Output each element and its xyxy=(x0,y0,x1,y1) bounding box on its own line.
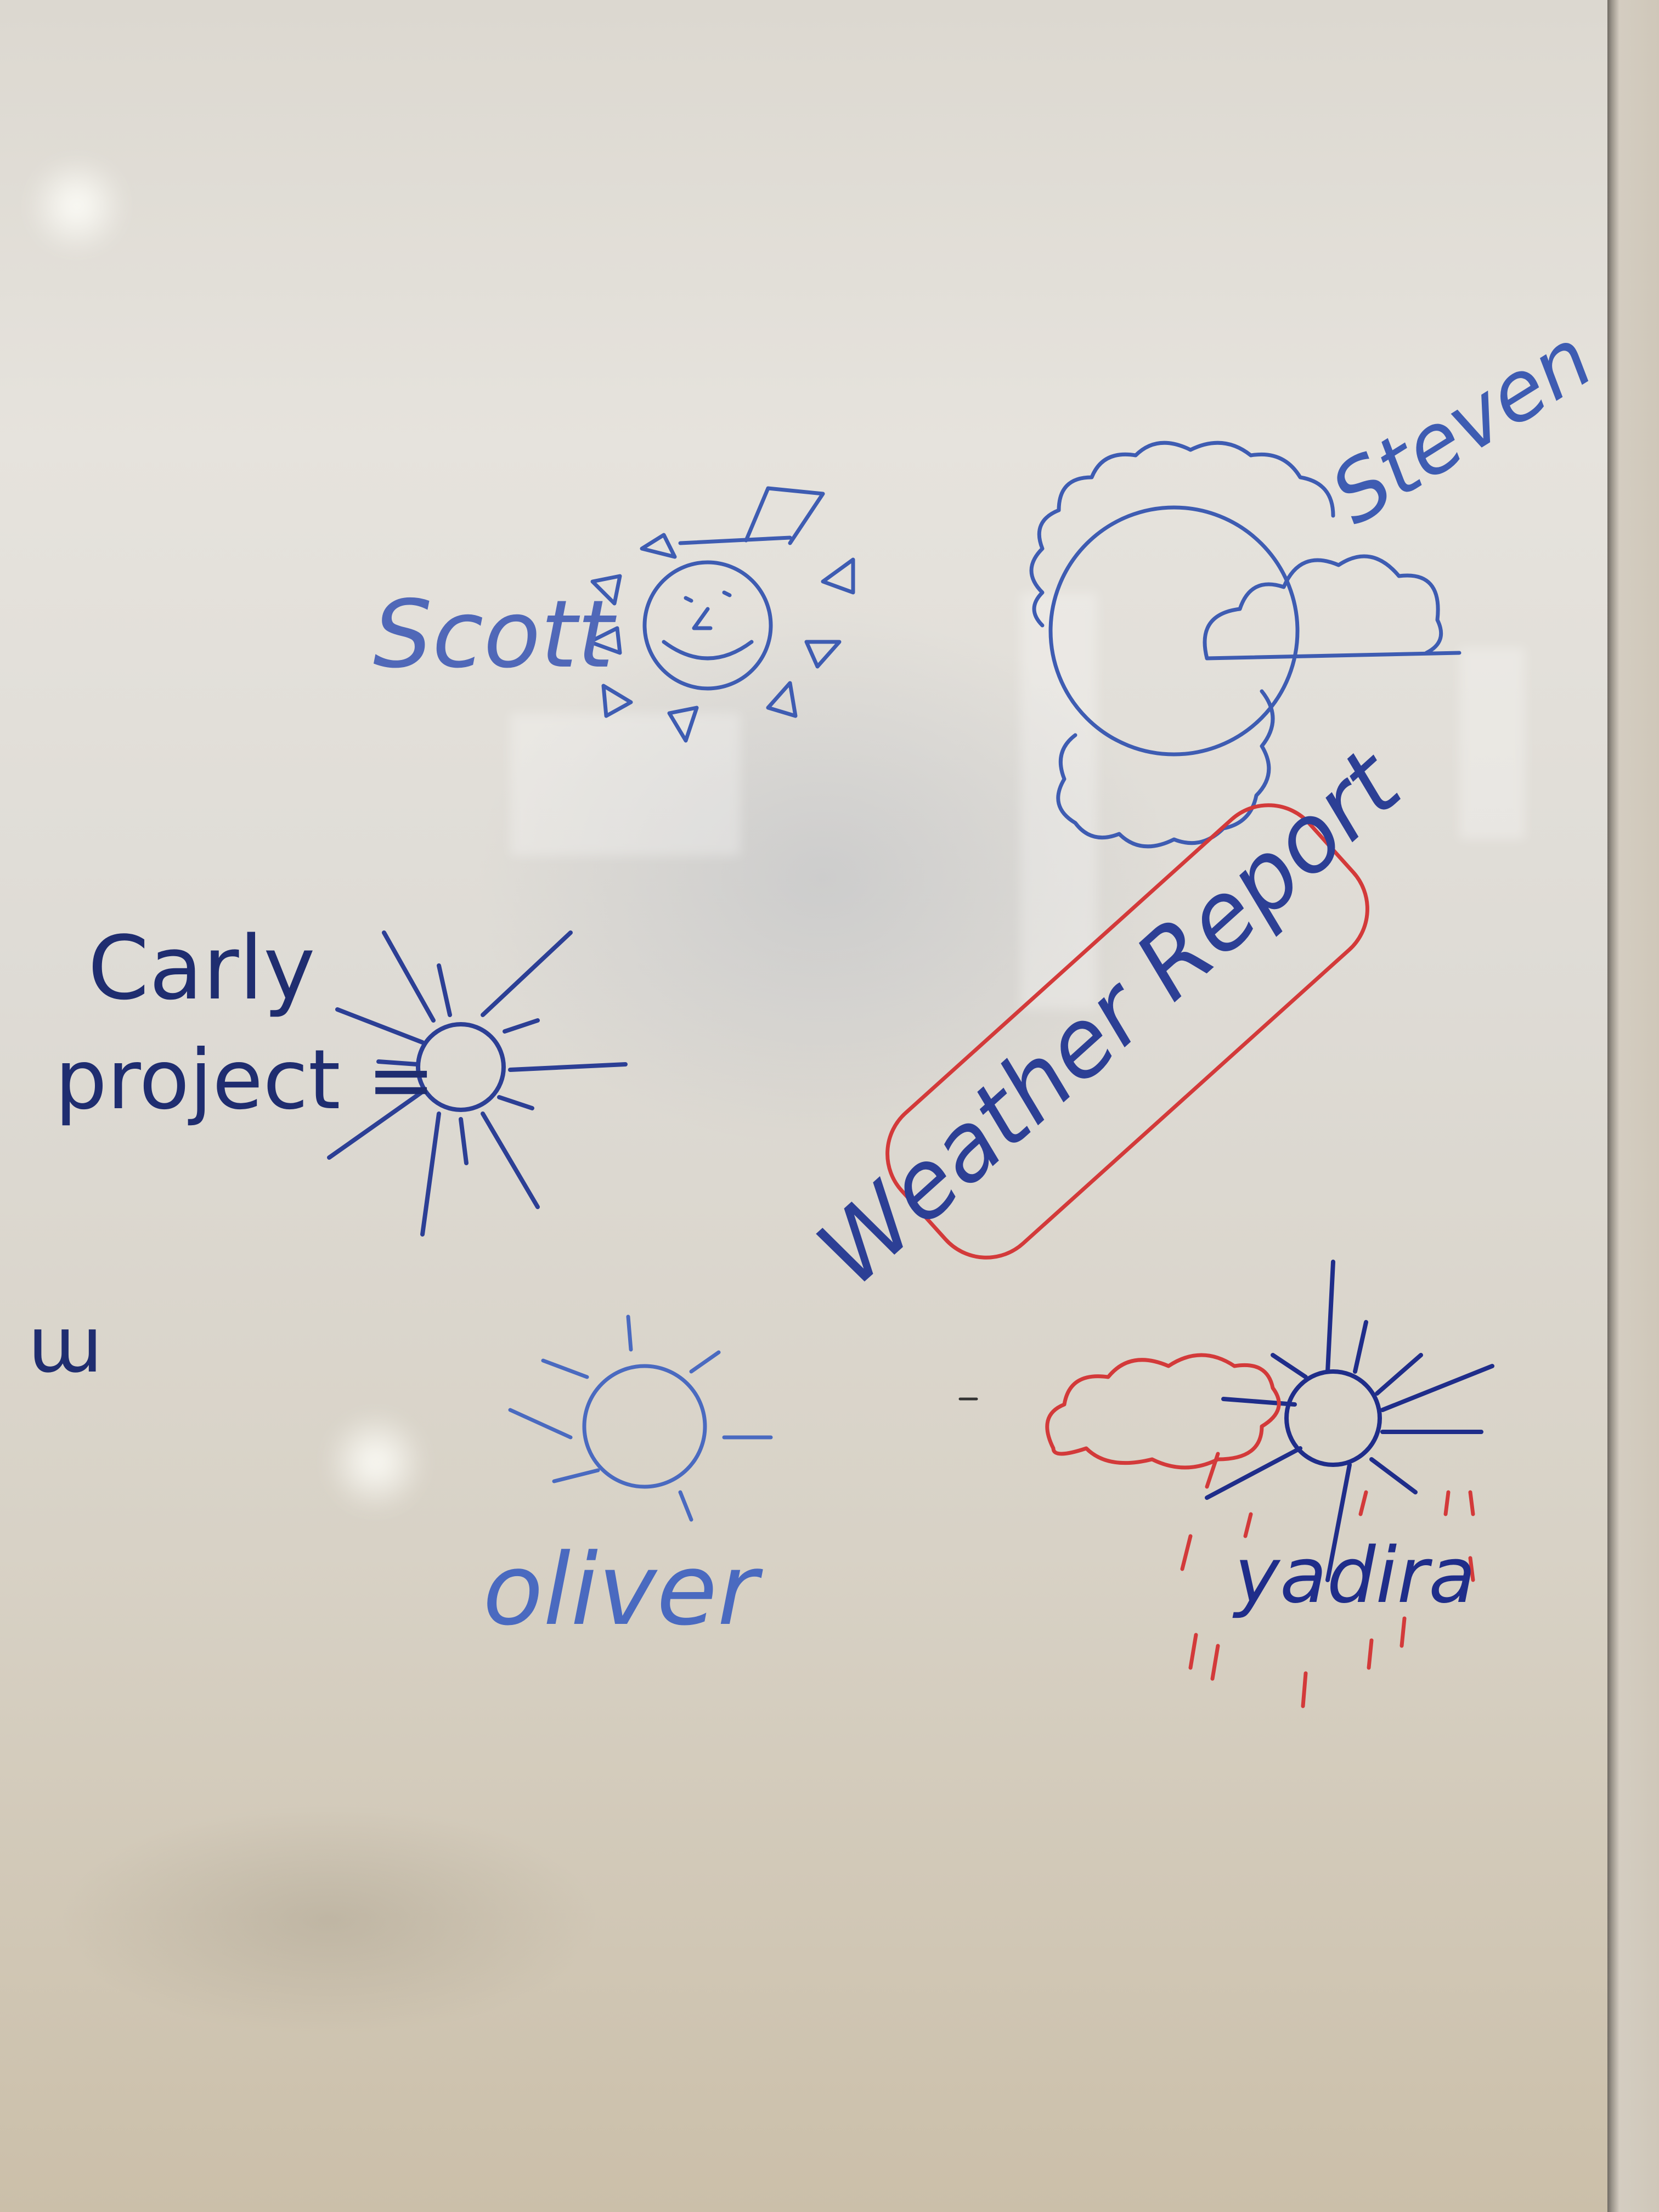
weather-report-text: Weather Report xyxy=(797,729,1423,1307)
project-label: project = xyxy=(55,1032,436,1128)
yadira-label: yadira xyxy=(1232,1531,1476,1621)
ceiling-light-glare xyxy=(22,159,132,252)
oliver-label: oliver xyxy=(483,1533,763,1647)
whiteboard xyxy=(0,0,1607,2212)
oliver-sun-drawing xyxy=(508,1314,773,1522)
whiteboard-frame xyxy=(1607,0,1659,2212)
scott-label: Scott xyxy=(373,580,617,689)
window-reflection-far-right xyxy=(1459,647,1525,839)
carly-sun-drawing xyxy=(327,930,628,1237)
corner-scribble: ɯ xyxy=(27,1301,102,1390)
lower-light-glare xyxy=(324,1410,428,1514)
yadira-sun-drawing xyxy=(1205,1260,1494,1582)
steven-label: Steven xyxy=(1315,311,1609,543)
scott-sun-drawing xyxy=(588,486,855,743)
steven-sun-cloud-drawing xyxy=(1029,441,1462,849)
weather-report-callout xyxy=(885,803,1369,1260)
yadira-rain-cloud xyxy=(1045,1353,1475,1708)
carly-label: Carly xyxy=(88,917,315,1019)
window-reflection-left xyxy=(510,713,741,856)
